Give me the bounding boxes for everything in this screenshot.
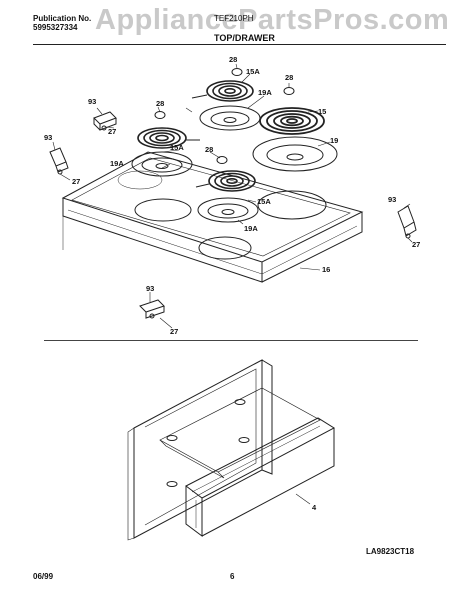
cooktop-top-panel	[61, 151, 364, 283]
receptacle-block-right	[397, 205, 417, 239]
burner-openings	[117, 170, 327, 260]
burner-coil-right-large	[259, 107, 325, 135]
callout-27: 27	[412, 240, 420, 249]
drawer-tray	[159, 387, 321, 487]
drawer-frame	[127, 359, 273, 541]
model-number: TEF210PH	[214, 14, 254, 23]
callout-15a: 15A	[257, 197, 271, 206]
callout-15a: 15A	[170, 143, 184, 152]
callout-93: 93	[146, 284, 154, 293]
header-rule	[33, 44, 446, 45]
burner-coil-center-front	[195, 170, 256, 192]
publication-label: Publication No.	[33, 14, 92, 23]
callout-93: 93	[388, 195, 396, 204]
callout-93: 93	[88, 97, 96, 106]
callout-4: 4	[312, 503, 317, 512]
drawer-front-panel	[185, 417, 336, 537]
callout-28: 28	[229, 55, 237, 64]
callout-19a: 19A	[244, 224, 258, 233]
callout-28: 28	[205, 145, 213, 154]
callout-93: 93	[44, 133, 52, 142]
drip-bowl-left-rear	[199, 105, 261, 131]
leader-lines	[52, 63, 413, 505]
callout-19a: 19A	[110, 159, 124, 168]
callout-15: 15	[318, 107, 326, 116]
callout-15a: 15A	[246, 67, 260, 76]
callout-27: 27	[108, 127, 116, 136]
section-divider	[44, 340, 418, 341]
footer-date: 06/99	[33, 572, 54, 581]
publication-number: 5995327334	[33, 23, 78, 32]
section-title: TOP/DRAWER	[214, 33, 275, 43]
callout-19a: 19A	[258, 88, 272, 97]
drip-bowl-right-large	[252, 136, 338, 172]
watermark: AppliancePartsPros.com	[95, 4, 450, 36]
callout-27: 27	[72, 177, 80, 186]
callout-16: 16	[322, 265, 330, 274]
receptacle-block-lower	[139, 299, 165, 319]
callout-27: 27	[170, 327, 178, 336]
page-number: 6	[230, 572, 235, 581]
callout-28: 28	[156, 99, 164, 108]
drawing-code: LA9823CT18	[366, 547, 415, 556]
receptacle-block-left	[49, 147, 69, 175]
callout-19: 19	[330, 136, 338, 145]
callout-28: 28	[285, 73, 293, 82]
burner-coil-left-front	[137, 127, 200, 149]
burner-coil-left-rear	[191, 80, 254, 102]
drip-bowl-center-front	[197, 197, 259, 223]
